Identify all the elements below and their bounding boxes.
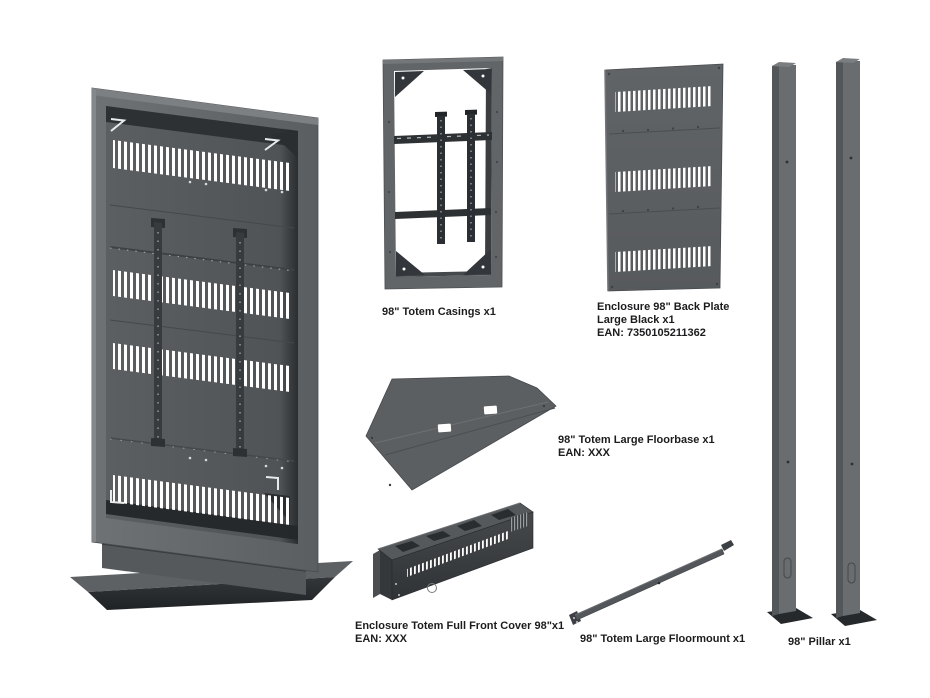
floormount-end-holes xyxy=(573,617,578,623)
frontcover-label-title: Enclosure Totem Full Front Cover 98"x1 xyxy=(355,620,565,632)
totem-cabinet xyxy=(91,87,319,573)
backplate-label-title: Enclosure 98" Back Plate xyxy=(597,301,730,313)
casings-frame-bolts xyxy=(387,110,499,259)
pillar-label-title: 98" Pillar x1 xyxy=(788,636,851,648)
floorbase-label-ean: EAN: XXX xyxy=(558,447,610,459)
pillar-left xyxy=(767,62,813,624)
floormount-hole xyxy=(657,581,661,585)
frontcover-label: Enclosure Totem Full Front Cover 98"x1 E… xyxy=(355,620,564,646)
backplate-illustration xyxy=(604,63,724,292)
frontcover-circle-knockout xyxy=(427,583,437,593)
backplate-label-ean: EAN: 7350105211362 xyxy=(597,327,706,339)
floorbase-illustration xyxy=(365,375,557,491)
frontcover-top-cutouts xyxy=(395,509,516,552)
casings-gusset-holes xyxy=(401,74,485,271)
floormount-label-title: 98" Totem Large Floormount x1 xyxy=(580,633,746,645)
backplate-label-subtitle: Large Black x1 xyxy=(597,314,675,326)
casings-mount-rails xyxy=(394,109,492,244)
totem-corner-marks xyxy=(110,118,281,504)
frontcover-illustration xyxy=(373,502,534,601)
frontcover-vent-slats xyxy=(407,531,508,577)
totem-mounting-rails xyxy=(151,218,247,457)
casings-label-title: 98" Totem Casings x1 xyxy=(382,306,496,318)
casings-label: 98" Totem Casings x1 xyxy=(382,306,496,319)
frontcover-grille-patch xyxy=(510,512,528,532)
floorbase-cutouts xyxy=(437,405,498,433)
floorbase-label: 98" Totem Large Floorbase x1 EAN: XXX xyxy=(558,434,715,460)
totem-screw-holes xyxy=(188,180,284,470)
frontcover-label-ean: EAN: XXX xyxy=(355,633,407,645)
casings-illustration xyxy=(382,56,504,290)
totem-base xyxy=(70,542,353,610)
totem-enclosure-illustration xyxy=(70,87,353,610)
backplate-vents xyxy=(615,86,713,272)
pillar-label: 98" Pillar x1 xyxy=(788,636,851,649)
frontcover-holes xyxy=(395,583,400,596)
floorbase-holes xyxy=(370,404,546,487)
floormount-illustration xyxy=(569,540,734,625)
pillars-illustration xyxy=(767,58,877,626)
backplate-screw-holes xyxy=(607,66,721,289)
floorbase-label-title: 98" Totem Large Floorbase x1 xyxy=(558,434,715,446)
pillar-right xyxy=(831,58,877,626)
floormount-label: 98" Totem Large Floormount x1 xyxy=(580,633,745,646)
backplate-label: Enclosure 98" Back Plate Large Black x1 … xyxy=(597,301,729,340)
